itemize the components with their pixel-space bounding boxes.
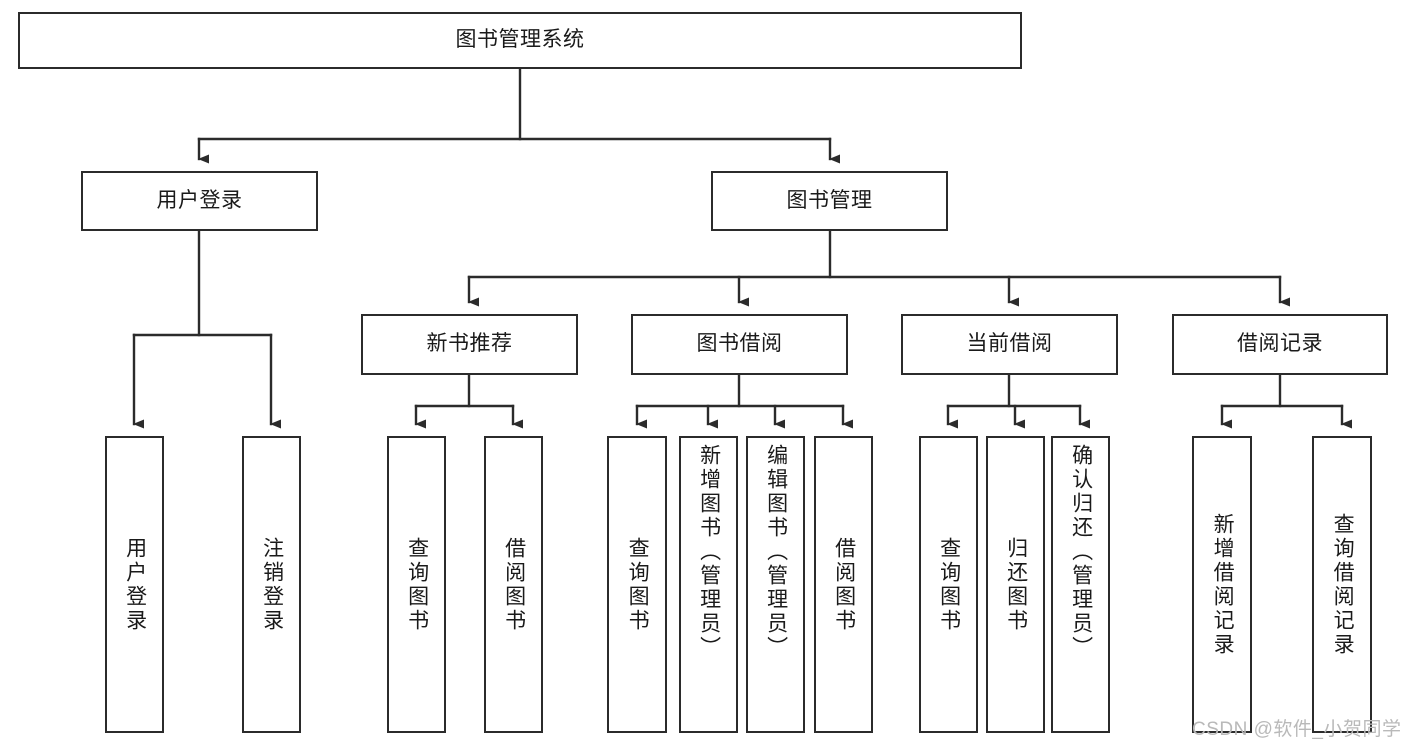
node-label: 借阅图书: [502, 536, 526, 633]
node-leaf-borrow-book-recommend[interactable]: 借阅图书: [484, 436, 543, 733]
node-book-borrow[interactable]: 图书借阅: [631, 314, 848, 375]
node-label: 查询图书: [937, 536, 961, 633]
node-leaf-query-book-borrow[interactable]: 查询图书: [607, 436, 667, 733]
node-label: 借阅图书: [832, 536, 856, 633]
node-label: 归还图书: [1004, 536, 1028, 633]
node-label: 图书管理系统: [455, 28, 585, 52]
node-label: 用户登录: [156, 188, 243, 212]
node-leaf-query-borrow-record[interactable]: 查询借阅记录: [1312, 436, 1372, 733]
node-new-book-recommend[interactable]: 新书推荐: [361, 314, 578, 375]
node-leaf-borrow-book[interactable]: 借阅图书: [814, 436, 873, 733]
node-leaf-edit-book-admin[interactable]: 编辑图书（管理员）: [746, 436, 805, 733]
node-leaf-return-book[interactable]: 归还图书: [986, 436, 1045, 733]
node-label: 查询图书: [405, 536, 429, 633]
node-label: 新增图书（管理员）: [697, 444, 721, 660]
node-label: 新书推荐: [426, 332, 513, 356]
node-label: 确认归还（管理员）: [1069, 444, 1093, 660]
node-borrow-record[interactable]: 借阅记录: [1172, 314, 1388, 375]
node-leaf-query-book-recommend[interactable]: 查询图书: [387, 436, 446, 733]
node-label: 注销登录: [260, 536, 284, 633]
node-label: 查询借阅记录: [1331, 512, 1355, 657]
node-user-login[interactable]: 用户登录: [81, 171, 318, 231]
node-leaf-query-book-current[interactable]: 查询图书: [919, 436, 978, 733]
node-label: 图书借阅: [696, 332, 783, 356]
node-label: 图书管理: [786, 188, 873, 212]
node-label: 查询图书: [626, 536, 650, 633]
node-leaf-add-book-admin[interactable]: 新增图书（管理员）: [679, 436, 738, 733]
node-book-manage[interactable]: 图书管理: [711, 171, 948, 231]
node-label: 编辑图书（管理员）: [764, 444, 788, 660]
node-leaf-user-login[interactable]: 用户登录: [105, 436, 164, 733]
node-label: 新增借阅记录: [1211, 512, 1235, 657]
csdn-watermark: CSDN @软件_小贺同学: [1192, 719, 1402, 740]
node-current-borrow[interactable]: 当前借阅: [901, 314, 1118, 375]
node-label: 借阅记录: [1237, 332, 1323, 356]
node-root[interactable]: 图书管理系统: [18, 12, 1022, 69]
node-leaf-add-borrow-record[interactable]: 新增借阅记录: [1192, 436, 1252, 733]
node-leaf-confirm-return-admin[interactable]: 确认归还（管理员）: [1051, 436, 1110, 733]
node-leaf-user-logout[interactable]: 注销登录: [242, 436, 301, 733]
node-label: 用户登录: [123, 536, 147, 633]
node-label: 当前借阅: [966, 332, 1053, 356]
